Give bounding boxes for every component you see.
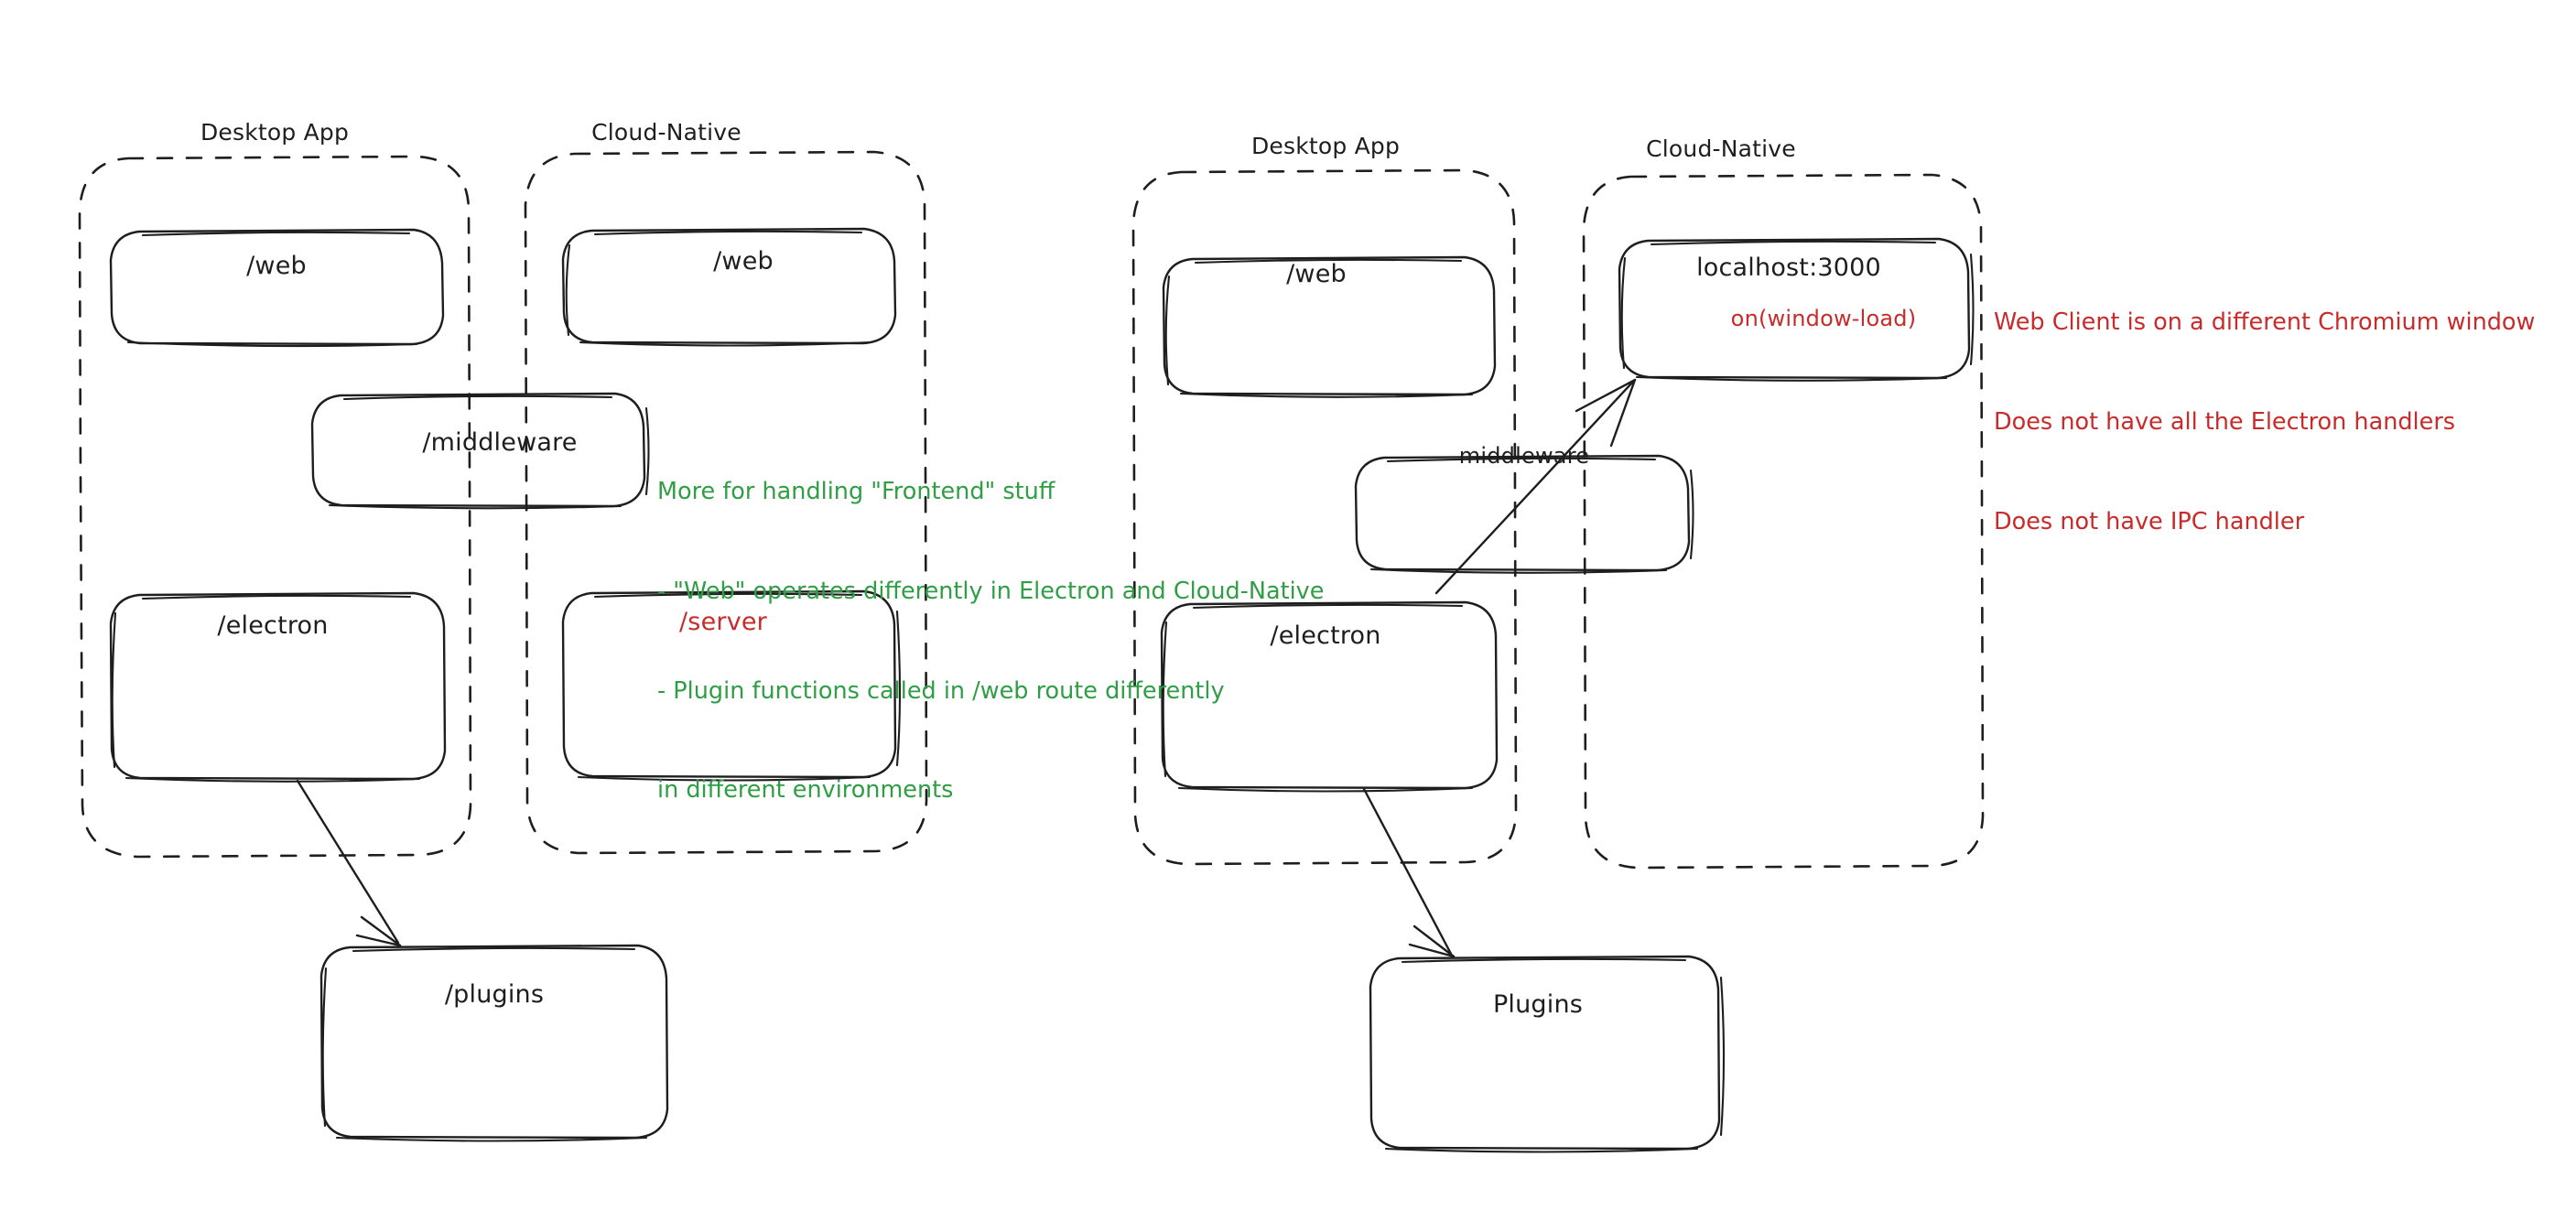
group-border-right-cloud-native: [1582, 173, 1985, 870]
node-shape-right-plugins: [1369, 955, 1726, 1153]
arrow-right-electron-to-localhost: [1434, 378, 1637, 595]
annotation-green-line-4: in different environments: [657, 776, 954, 805]
node-label-left-web-cloud: /web: [713, 247, 774, 276]
node-label-right-localhost: localhost:3000: [1696, 254, 1881, 282]
node-label-right-plugins: Plugins: [1492, 990, 1584, 1019]
node-shape-left-web-desktop: [109, 228, 445, 348]
group-title-left-cloud-native: Cloud-Native: [591, 119, 741, 146]
node-label-right-onload: on(window-load): [1730, 306, 1917, 331]
annotation-green-line-3: - Plugin functions called in /web route …: [657, 676, 1225, 705]
node-label-left-middleware: /middleware: [422, 428, 578, 457]
annotation-red-line-1: Web Client is on a different Chromium wi…: [1994, 308, 2536, 337]
annotation-green-line-1: More for handling "Frontend" stuff: [657, 478, 1055, 506]
group-title-right-desktop-app: Desktop App: [1250, 133, 1401, 159]
group-border-left-desktop-app: [78, 155, 472, 859]
node-shape-right-web: [1162, 255, 1497, 398]
node-shape-left-electron: [109, 591, 447, 783]
group-border-right-desktop-app: [1131, 168, 1518, 866]
node-label-left-plugins: /plugins: [444, 980, 545, 1009]
group-border-left-cloud-native: [524, 150, 928, 855]
node-label-right-middleware: middleware: [1458, 443, 1590, 469]
arrow-left-electron-to-plugins: [296, 779, 402, 947]
annotation-green-line-2: - "Web" operates differently in Electron…: [657, 578, 1325, 606]
node-label-right-electron: /electron: [1270, 621, 1381, 650]
node-shape-left-plugins: [319, 944, 669, 1142]
annotation-red-note: Web Client is on a different Chromium wi…: [1994, 240, 2535, 604]
node-shape-left-web-cloud: [561, 227, 897, 347]
node-label-left-electron: /electron: [217, 611, 329, 640]
node-shape-right-middleware: [1354, 454, 1694, 574]
annotation-red-line-2: Does not have all the Electron handlers: [1994, 408, 2456, 437]
node-shape-right-localhost: [1618, 237, 1975, 382]
annotation-green-note: More for handling "Frontend" stuff - "We…: [657, 409, 1324, 873]
node-shape-left-middleware: [310, 392, 650, 510]
node-shape-left-server: [561, 589, 902, 782]
node-label-left-web-desktop: /web: [246, 252, 307, 280]
group-title-left-desktop-app: Desktop App: [200, 119, 350, 146]
annotation-red-line-3: Does not have IPC handler: [1994, 507, 2305, 535]
arrow-right-electron-to-plugins: [1362, 787, 1456, 958]
group-title-right-cloud-native: Cloud-Native: [1646, 135, 1796, 162]
node-shape-right-electron: [1160, 600, 1499, 793]
node-label-right-web: /web: [1286, 260, 1347, 288]
node-label-left-server: /server: [679, 608, 767, 636]
